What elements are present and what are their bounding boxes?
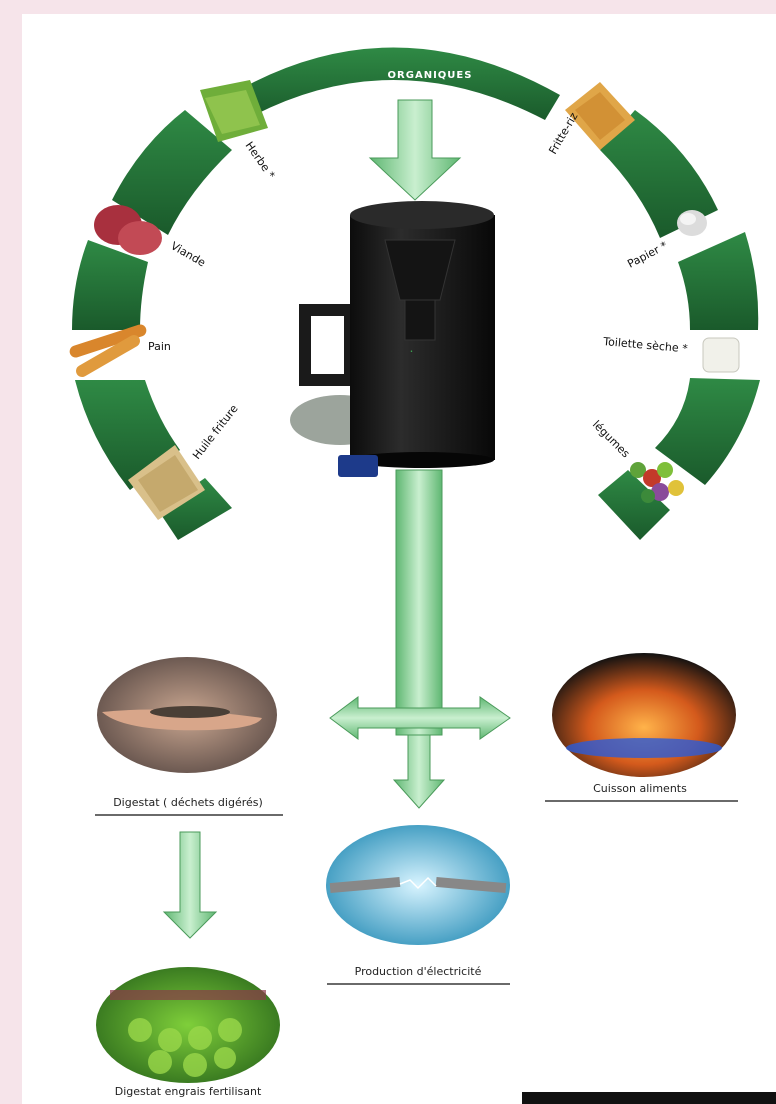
label-pain: Pain: [148, 340, 171, 353]
caption-digestat: Digestat ( déchets digérés): [113, 796, 263, 809]
ring-segment-right-2: [678, 232, 759, 330]
thumb-papier: [677, 210, 707, 236]
caption-engrais: Digestat engrais fertilisant: [115, 1085, 262, 1098]
thumb-herbe: [200, 80, 268, 142]
ring-segment-right-3: [655, 378, 760, 485]
thumb-toilette: [702, 337, 740, 373]
image-electricite: [326, 825, 510, 945]
image-cuisson: [552, 653, 736, 777]
ring-segment-left-4: [158, 478, 232, 540]
ring-segment-top: [230, 47, 560, 120]
organic-waste-ring: [72, 47, 760, 540]
caption-electricite: Production d'électricité: [355, 965, 482, 978]
digester-tank: •: [290, 201, 495, 477]
arrow-to-engrais: [162, 831, 218, 939]
ring-segment-left-2: [72, 240, 148, 330]
thumb-legumes: [630, 462, 684, 503]
ring-segment-right-4: [598, 470, 670, 540]
header-line2: ORGANIQUES: [388, 70, 473, 81]
ring-segment-left-1: [112, 110, 232, 235]
ring-segment-right-1: [600, 110, 718, 238]
thumb-huile: [128, 445, 205, 520]
arrow-main-shaft: [395, 469, 443, 736]
thumb-viande: [94, 205, 162, 255]
svg-text:•: •: [410, 349, 413, 355]
caption-cuisson: Cuisson aliments: [593, 782, 687, 795]
logo-strip: [522, 1092, 776, 1104]
arrow-to-electricite: [392, 734, 446, 809]
arrow-input: [368, 99, 462, 201]
thumb-pain: [69, 324, 147, 377]
header-line1: DÉCHETS: [391, 36, 450, 49]
thumb-frites: [565, 82, 635, 150]
arrow-horizontal-split: [329, 696, 511, 740]
